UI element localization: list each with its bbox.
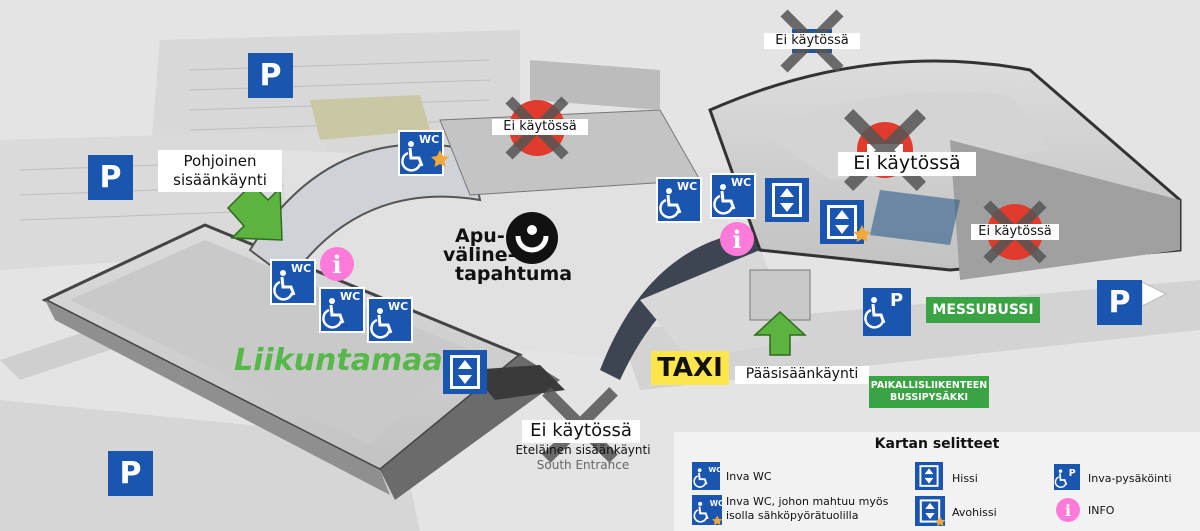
legend-inva-wc: Inva WC <box>726 470 772 483</box>
event-logo-line2: väline- <box>443 244 516 266</box>
disabled-label-big-hall: Ei käytössä <box>838 152 976 176</box>
parking-sign-bottom: P <box>108 451 153 496</box>
accessible-parking-label: P <box>890 290 904 311</box>
legend-title: Kartan selitteet <box>874 436 1000 452</box>
parking-sign-top: P <box>248 53 293 98</box>
legend-info-icon: i <box>1056 498 1080 522</box>
south-entrance-label-fi: Eteläinen sisäänkäynti <box>515 443 651 457</box>
wc-label-2: WC <box>291 262 312 275</box>
wc-label-3: WC <box>340 290 361 303</box>
disabled-label-south: Ei käytössä <box>522 420 640 443</box>
legend-accessible-parking: Inva-pysäköinti <box>1088 472 1172 485</box>
wc-label-1: WC <box>419 133 440 146</box>
disabled-label-center-top: Ei käytössä <box>492 119 588 136</box>
legend-wheelchair-star-icon: WC <box>692 495 722 525</box>
north-entrance-label: Pohjoinen sisäänkäynti <box>158 150 282 192</box>
bus-stop-sign: PAIKALLISLIIKENTEEN BUSSIPYSÄKKI <box>869 376 989 408</box>
main-entrance-arrow-icon <box>753 310 807 356</box>
svg-text:WC: WC <box>710 499 722 508</box>
venue-logo: Liikuntamaa <box>234 343 443 378</box>
parking-sign-left: P <box>88 155 133 200</box>
south-entrance-label-en: South Entrance <box>536 458 630 472</box>
svg-text:WC: WC <box>709 466 720 474</box>
event-logo-line3: tapahtuma <box>455 263 573 285</box>
legend-inva-wc-large: Inva WC, johon mahtuu myös isolla sähköp… <box>726 495 889 522</box>
event-logo-line1: Apu- <box>455 225 505 247</box>
event-logo: Apu- väline- tapahtuma <box>443 225 573 285</box>
legend-open-elevator-icon <box>915 496 945 526</box>
info-icon-center: i <box>720 222 754 256</box>
disabled-label-right: Ei käytössä <box>971 224 1059 241</box>
parking-sign-right: P <box>1097 280 1142 325</box>
wc-label-5: WC <box>677 180 698 193</box>
bus-stop-line2: BUSSIPYSÄKKI <box>889 392 969 403</box>
legend-wheelchair-icon: WC <box>692 462 720 490</box>
main-entrance-label: Pääsisäänkäynti <box>735 366 869 384</box>
legend-elevator-icon <box>915 462 943 490</box>
svg-text:P: P <box>1069 468 1076 479</box>
messubussi-sign: MESSUBUSSI <box>926 297 1040 323</box>
taxi-sign: TAXI <box>651 351 729 385</box>
disabled-label-top: Ei käytössä <box>764 33 860 50</box>
legend-accessible-parking-icon: P <box>1054 464 1080 490</box>
wc-label-4: WC <box>388 300 409 313</box>
legend-open-elevator: Avohissi <box>952 506 997 519</box>
bus-stop-line1: PAIKALLISLIIKENTEEN <box>870 379 988 391</box>
legend-elevator: Hissi <box>952 472 978 485</box>
info-icon-left: i <box>320 247 354 281</box>
map-legend: Kartan selitteet WC Inva WC WC Inva WC, … <box>674 432 1200 531</box>
wc-label-6: WC <box>731 176 752 189</box>
legend-info: INFO <box>1088 504 1115 517</box>
